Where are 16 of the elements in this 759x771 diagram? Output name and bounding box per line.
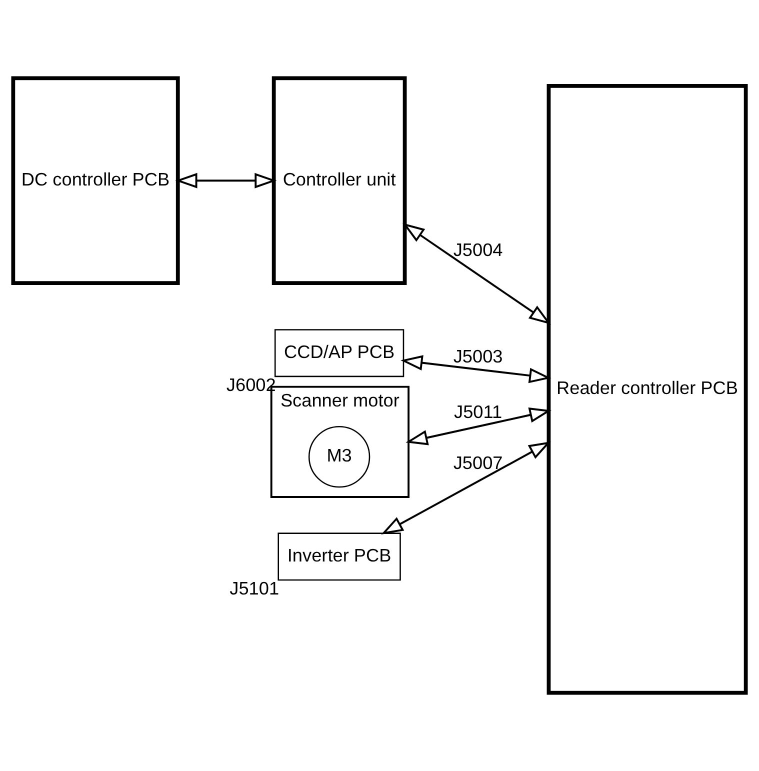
node-box: CCD/AP PCB: [274, 329, 404, 378]
arrow: [381, 441, 551, 534]
node-box: Controller unit: [272, 76, 407, 285]
edge-label: J5007: [453, 452, 503, 473]
arrow: [406, 407, 552, 446]
node-box: DC controller PCB: [11, 76, 180, 285]
node-box: Reader controller PCB: [546, 84, 748, 695]
node-label: J5101: [230, 578, 280, 599]
node-circle: M3: [308, 426, 370, 488]
arrow: [175, 172, 277, 188]
edge-label: J5004: [453, 240, 503, 260]
edge-label: J5011: [454, 402, 502, 422]
edge-label: J5003: [453, 346, 503, 366]
arrow: [400, 355, 552, 384]
node-box: Inverter PCB: [278, 532, 401, 581]
arrow: [402, 222, 551, 324]
